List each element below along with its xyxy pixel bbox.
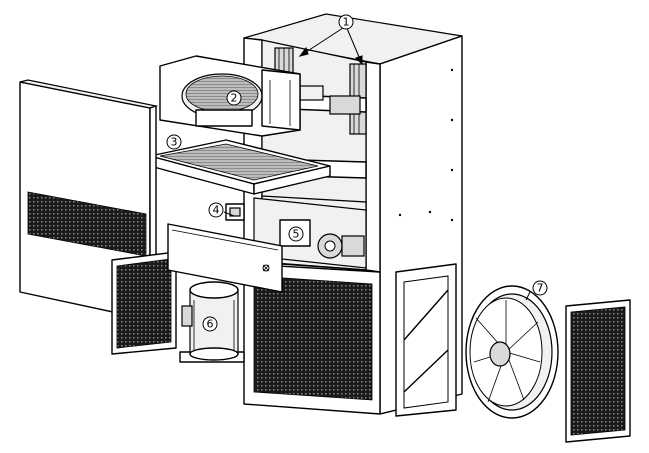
svg-text:6: 6 — [207, 318, 214, 331]
svg-text:2: 2 — [231, 92, 238, 105]
callout-5: 5 — [288, 226, 304, 242]
svg-text:7: 7 — [537, 282, 544, 295]
right-grille-panel — [565, 299, 631, 443]
callout-3: 3 — [166, 134, 182, 150]
callout-1: 1 — [338, 14, 354, 30]
svg-text:1: 1 — [343, 16, 350, 29]
control-panel-cover — [167, 203, 283, 293]
duct-frame — [395, 263, 457, 417]
left-lower-grille — [111, 251, 177, 355]
svg-text:5: 5 — [293, 228, 300, 241]
front-grille — [253, 275, 373, 401]
svg-text:4: 4 — [213, 204, 220, 217]
fan-shroud — [465, 285, 559, 419]
blower-assembly — [159, 55, 301, 137]
svg-text:3: 3 — [171, 136, 178, 149]
callout-2: 2 — [226, 90, 242, 106]
leader-lines — [223, 25, 531, 301]
callout-7: 7 — [532, 280, 548, 296]
callout-4: 4 — [208, 202, 224, 218]
callout-6: 6 — [202, 316, 218, 332]
filter-tray — [149, 139, 331, 195]
